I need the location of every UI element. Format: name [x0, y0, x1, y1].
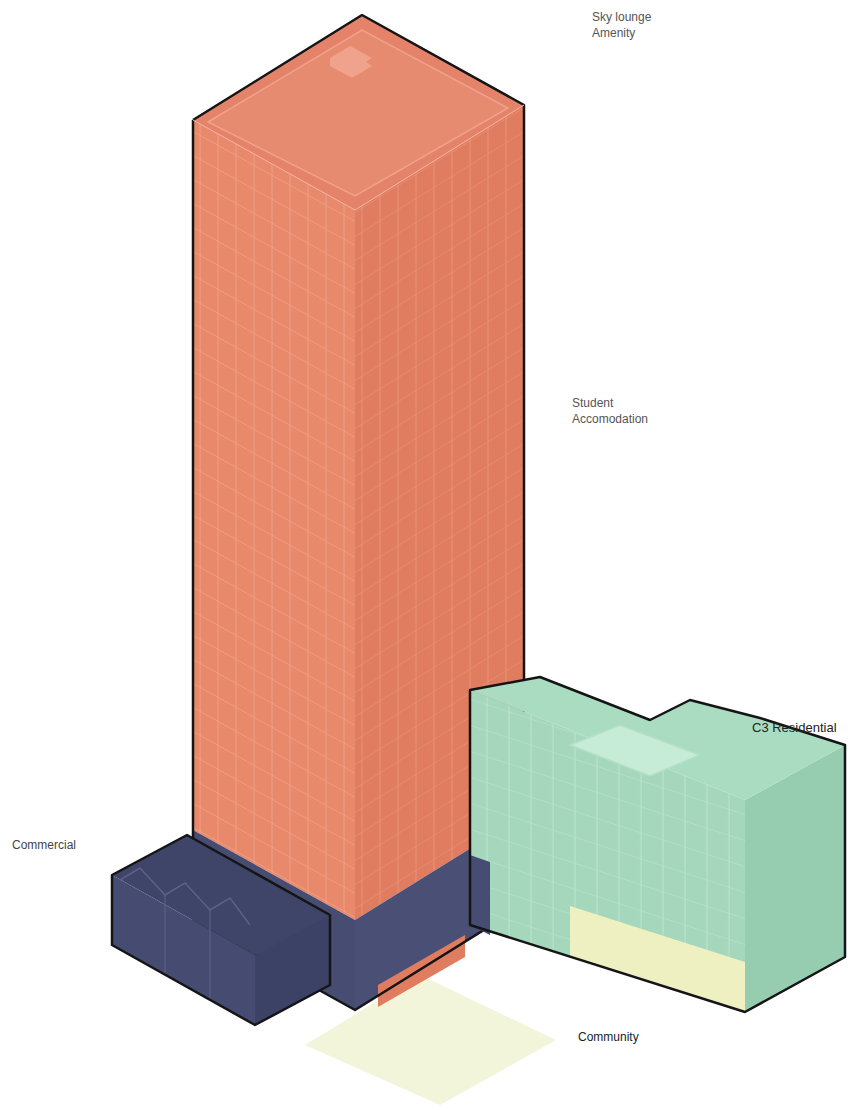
callout-label: Student Accomodation	[572, 396, 664, 427]
callout-label: C3 Residential	[752, 720, 837, 737]
tower	[193, 15, 524, 1010]
callout-label: Sky lounge Amenity	[592, 10, 674, 41]
callout-label: Community	[578, 1030, 639, 1046]
callout-label: Commercial	[12, 838, 76, 854]
commercial-podium	[112, 835, 330, 1025]
residential-block	[470, 677, 845, 1012]
